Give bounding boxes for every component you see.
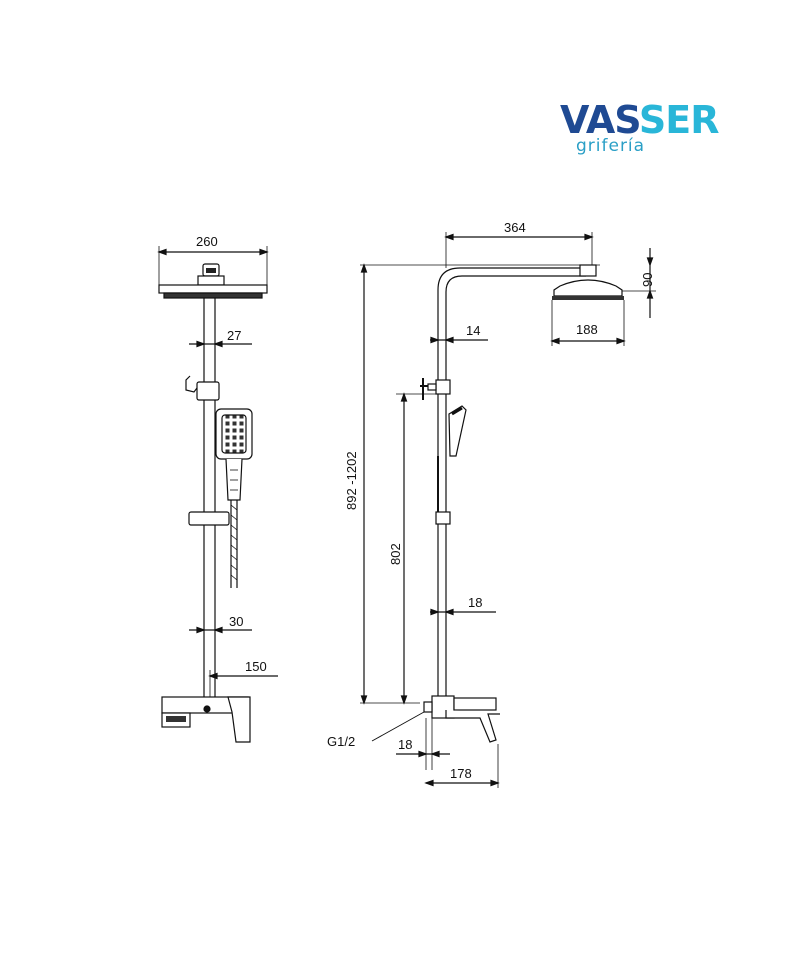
side-bar-pipe-dimension <box>430 608 496 616</box>
side-diverter-knob <box>420 378 451 400</box>
side-head-height-dimension <box>598 248 656 318</box>
dim-bar-height: 802 <box>388 543 403 565</box>
dim-arm-pipe: 14 <box>466 323 480 338</box>
brand-name-part2: SER <box>638 98 720 142</box>
dim-bar-pipe: 18 <box>468 595 482 610</box>
dim-inlet-offset: 18 <box>398 737 412 752</box>
side-hand-shower <box>435 405 467 525</box>
front-view: 260 27 <box>157 234 278 743</box>
side-inlet-offset-dimension <box>396 750 450 758</box>
dim-pipe-bottom: 30 <box>229 614 243 629</box>
front-slider <box>188 511 230 526</box>
front-hand-shower <box>215 408 253 501</box>
dim-pipe-top: 27 <box>227 328 241 343</box>
brand-subtitle: grifería <box>576 136 646 156</box>
front-hose <box>230 500 238 588</box>
brand-name: VASSER <box>560 98 719 142</box>
side-head-depth-dimension <box>550 300 626 346</box>
side-view: 364 892 -1202 90 <box>327 220 656 788</box>
side-shower-head <box>552 279 624 300</box>
front-pipe-top-dimension <box>189 340 252 348</box>
side-arm-reach-dimension <box>444 232 594 268</box>
thread-leader-line <box>371 711 425 742</box>
side-mixer-depth-dimension <box>424 744 500 788</box>
side-total-height-dimension <box>360 263 600 705</box>
brand-logo: VASSER grifería <box>560 98 720 168</box>
side-mixer-body <box>423 695 500 770</box>
dim-head-height: 90 <box>640 273 655 287</box>
side-bar-height-dimension <box>396 392 436 705</box>
thread-label: G1/2 <box>327 734 355 749</box>
dim-arm-reach: 364 <box>504 220 526 235</box>
dim-mixer: 150 <box>245 659 267 674</box>
front-vertical-pipe <box>203 298 216 700</box>
front-mixer-dimension <box>208 670 278 700</box>
front-head-width-dimension <box>157 246 269 288</box>
front-shower-head <box>158 263 268 299</box>
dim-head-width: 260 <box>196 234 218 249</box>
side-arm-pipe <box>437 264 597 700</box>
dim-mixer-depth: 178 <box>450 766 472 781</box>
front-mixer-body <box>161 696 251 743</box>
dim-head-depth: 188 <box>576 322 598 337</box>
side-arm-pipe-dimension <box>430 336 488 344</box>
front-diverter-holder <box>185 375 220 401</box>
front-pipe-bottom-dimension <box>189 626 252 634</box>
dim-total-height: 892 -1202 <box>344 451 359 510</box>
brand-name-part1: VAS <box>560 98 640 142</box>
